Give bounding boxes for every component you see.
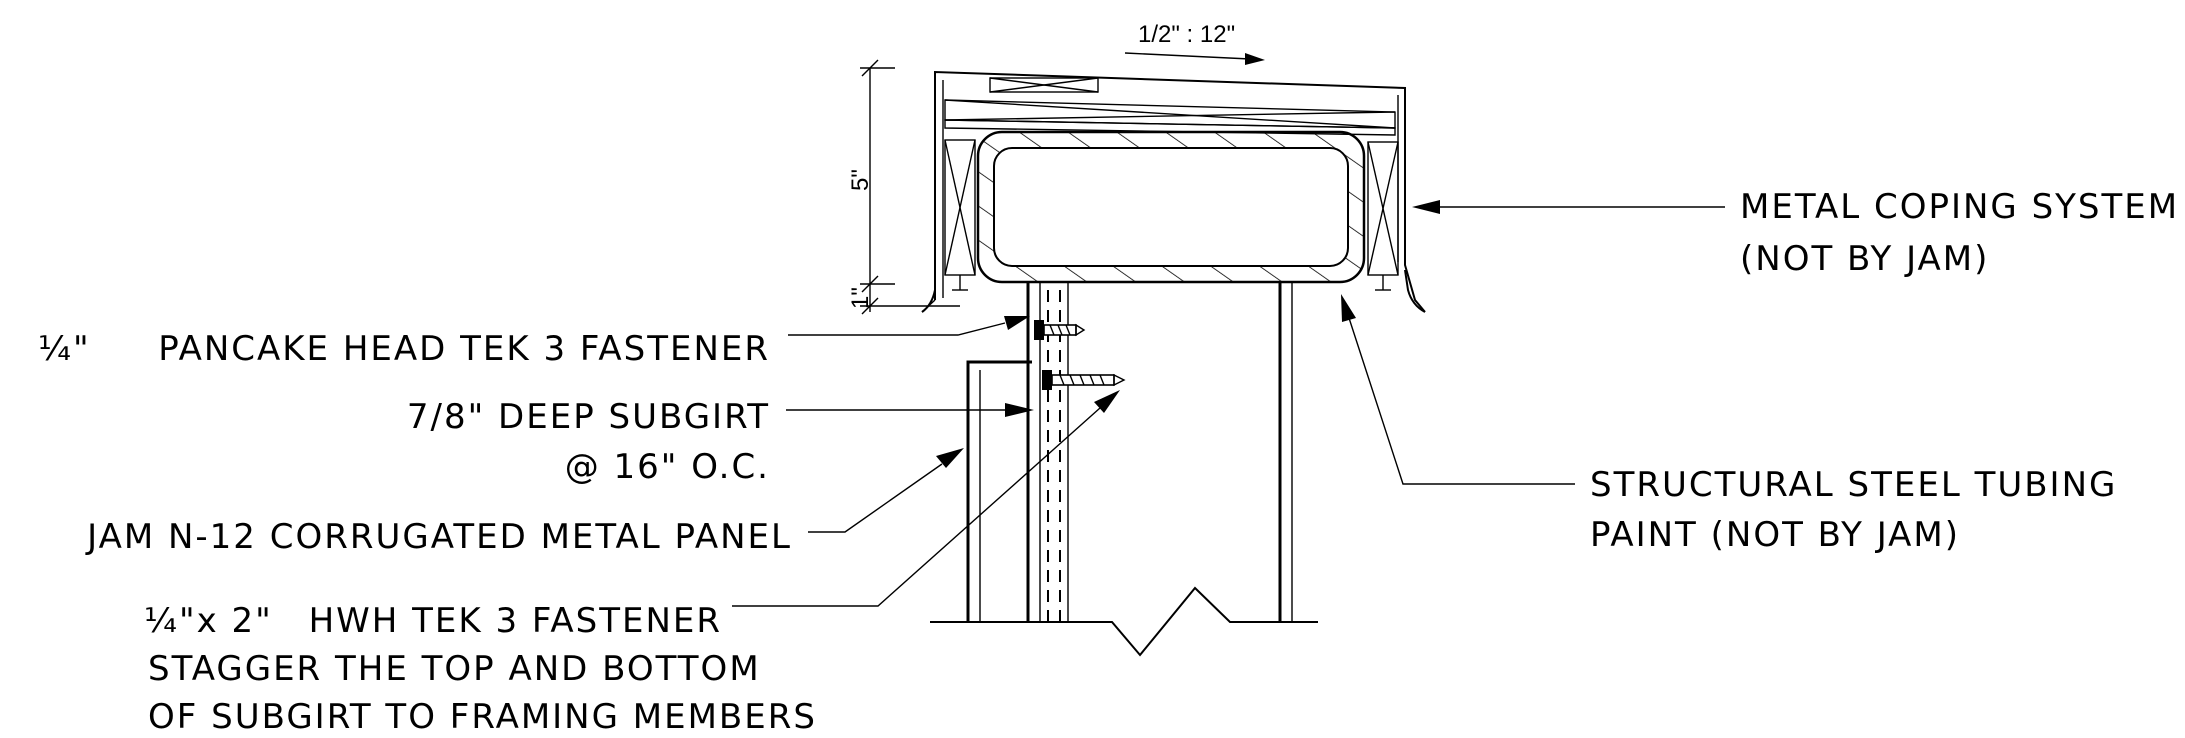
hwh-label-line2: STAGGER THE TOP AND BOTTOM [148,649,761,689]
slope-indicator: 1/2" : 12" [1124,21,1265,65]
panel-label: JAM N-12 CORRUGATED METAL PANEL [85,517,792,557]
tubing-arrow-icon [1341,294,1356,322]
panel-arrow-icon [936,448,964,468]
steel-tubing [976,130,1366,284]
coping-arrow-icon [1412,200,1440,214]
subgirt-arrow-icon [1005,403,1034,417]
pancake-fastener [1034,320,1086,340]
dimension-1-inch: 1" [847,287,874,309]
callout-panel: JAM N-12 CORRUGATED METAL PANEL [85,517,792,557]
callout-pancake: ¼" PANCAKE HEAD TEK 3 FASTENER [38,329,770,369]
hwh-fraction: ¼"x 2" [144,601,273,641]
pancake-arrow-icon [1004,316,1030,330]
callout-hwh: ¼"x 2" HWH TEK 3 FASTENER STAGGER THE TO… [144,601,817,737]
leader-lines [732,200,1725,607]
dimension-lines: 5" 1" [847,59,960,315]
wall-framing [930,282,1318,657]
callout-tubing: STRUCTURAL STEEL TUBING PAINT (NOT BY JA… [1590,465,2117,555]
hwh-fastener [1042,370,1126,390]
slope-label: 1/2" : 12" [1138,21,1235,48]
metal-coping [921,70,1426,313]
hwh-label-line3: OF SUBGIRT TO FRAMING MEMBERS [148,697,817,737]
callout-coping: METAL COPING SYSTEM (NOT BY JAM) [1740,187,2179,279]
coping-label-line1: METAL COPING SYSTEM [1740,187,2179,227]
dimension-5-inch: 5" [847,169,874,191]
tubing-label-line2: PAINT (NOT BY JAM) [1590,515,1960,555]
slope-arrow-icon [1245,53,1265,65]
pancake-label: PANCAKE HEAD TEK 3 FASTENER [158,329,770,369]
hwh-arrow-icon [1094,390,1120,413]
subgirt-label-line1: 7/8" DEEP SUBGIRT [407,397,770,437]
coping-label-line2: (NOT BY JAM) [1740,239,1989,279]
pancake-fraction: ¼" [38,329,91,369]
hwh-label: HWH TEK 3 FASTENER [309,601,722,641]
subgirt-label-line2: @ 16" O.C. [565,447,770,487]
tubing-label-line1: STRUCTURAL STEEL TUBING [1590,465,2117,505]
callout-subgirt: 7/8" DEEP SUBGIRT @ 16" O.C. [407,397,770,487]
